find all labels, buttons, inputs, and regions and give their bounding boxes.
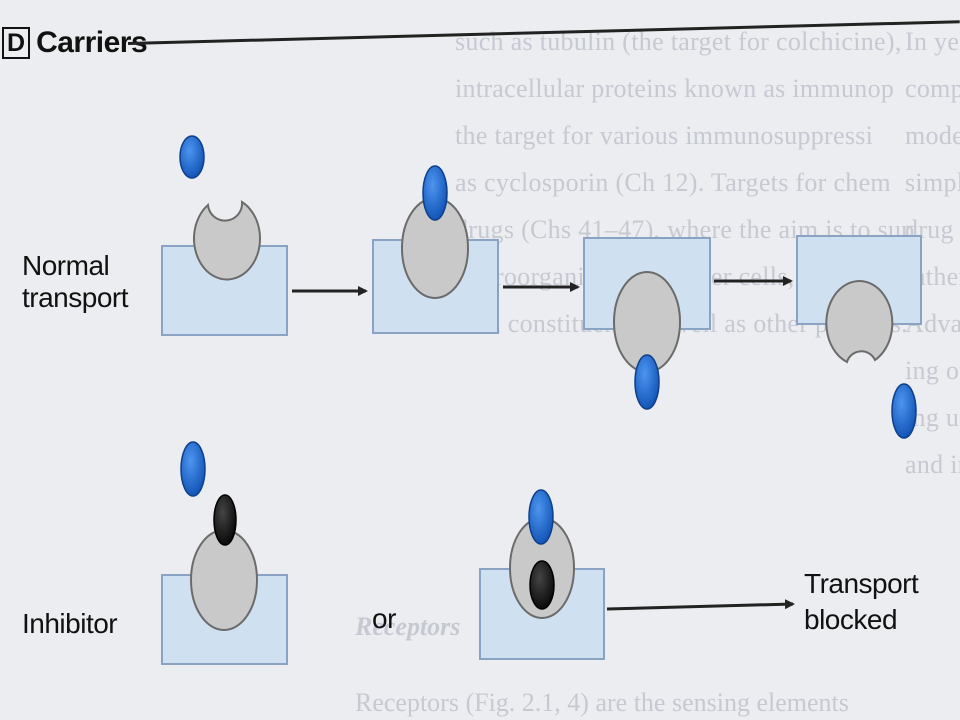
bg-line: complex when couched in the terminology <box>905 74 960 103</box>
background-bottom-line: Receptors (Fig. 2.1, 4) are the sensing … <box>355 688 849 717</box>
bg-line: intracellular proteins known as immunop <box>455 74 895 103</box>
ligand <box>179 135 205 179</box>
blocked-label-line1: Transport <box>804 568 919 599</box>
bg-line: ing our understanding of drug action and <box>905 356 960 385</box>
inhibitor-molecule <box>529 560 555 610</box>
background-text-right: In years. This new knowledge can seem co… <box>905 18 960 488</box>
carrier-protein <box>193 200 261 281</box>
normal-label-line1: Normal <box>22 250 110 281</box>
bg-line: and in other chapters. <box>905 450 960 479</box>
bg-line: modern molecular biology, but actually <box>905 121 960 150</box>
ligand <box>528 489 554 545</box>
arrow <box>606 599 795 611</box>
inhibitor-label: Inhibitor <box>22 608 118 639</box>
ligand <box>180 441 206 497</box>
carrier-protein <box>825 280 894 364</box>
ligand <box>634 354 660 410</box>
ligand <box>891 383 917 439</box>
ligand <box>422 165 448 221</box>
transport-blocked-label: Transport blocked <box>804 566 919 638</box>
or-label: or <box>372 603 396 634</box>
blocked-label-line2: blocked <box>804 604 898 635</box>
bg-line: the target for various immunosuppressi <box>455 121 874 150</box>
background-heading: Receptors <box>355 612 461 641</box>
bg-line: as cyclosporin (Ch 12). Targets for chem <box>455 168 891 197</box>
panel-header: D Carriers <box>2 26 148 60</box>
bg-line: simpler and more coherent framework for <box>905 168 960 197</box>
bg-line: In years. This new knowledge can seem <box>905 27 960 56</box>
panel-letter: D <box>2 27 31 59</box>
normal-transport-label: Normal transport <box>22 250 129 314</box>
normal-label-line2: transport <box>22 282 129 313</box>
inhibitor-molecule <box>213 494 237 546</box>
